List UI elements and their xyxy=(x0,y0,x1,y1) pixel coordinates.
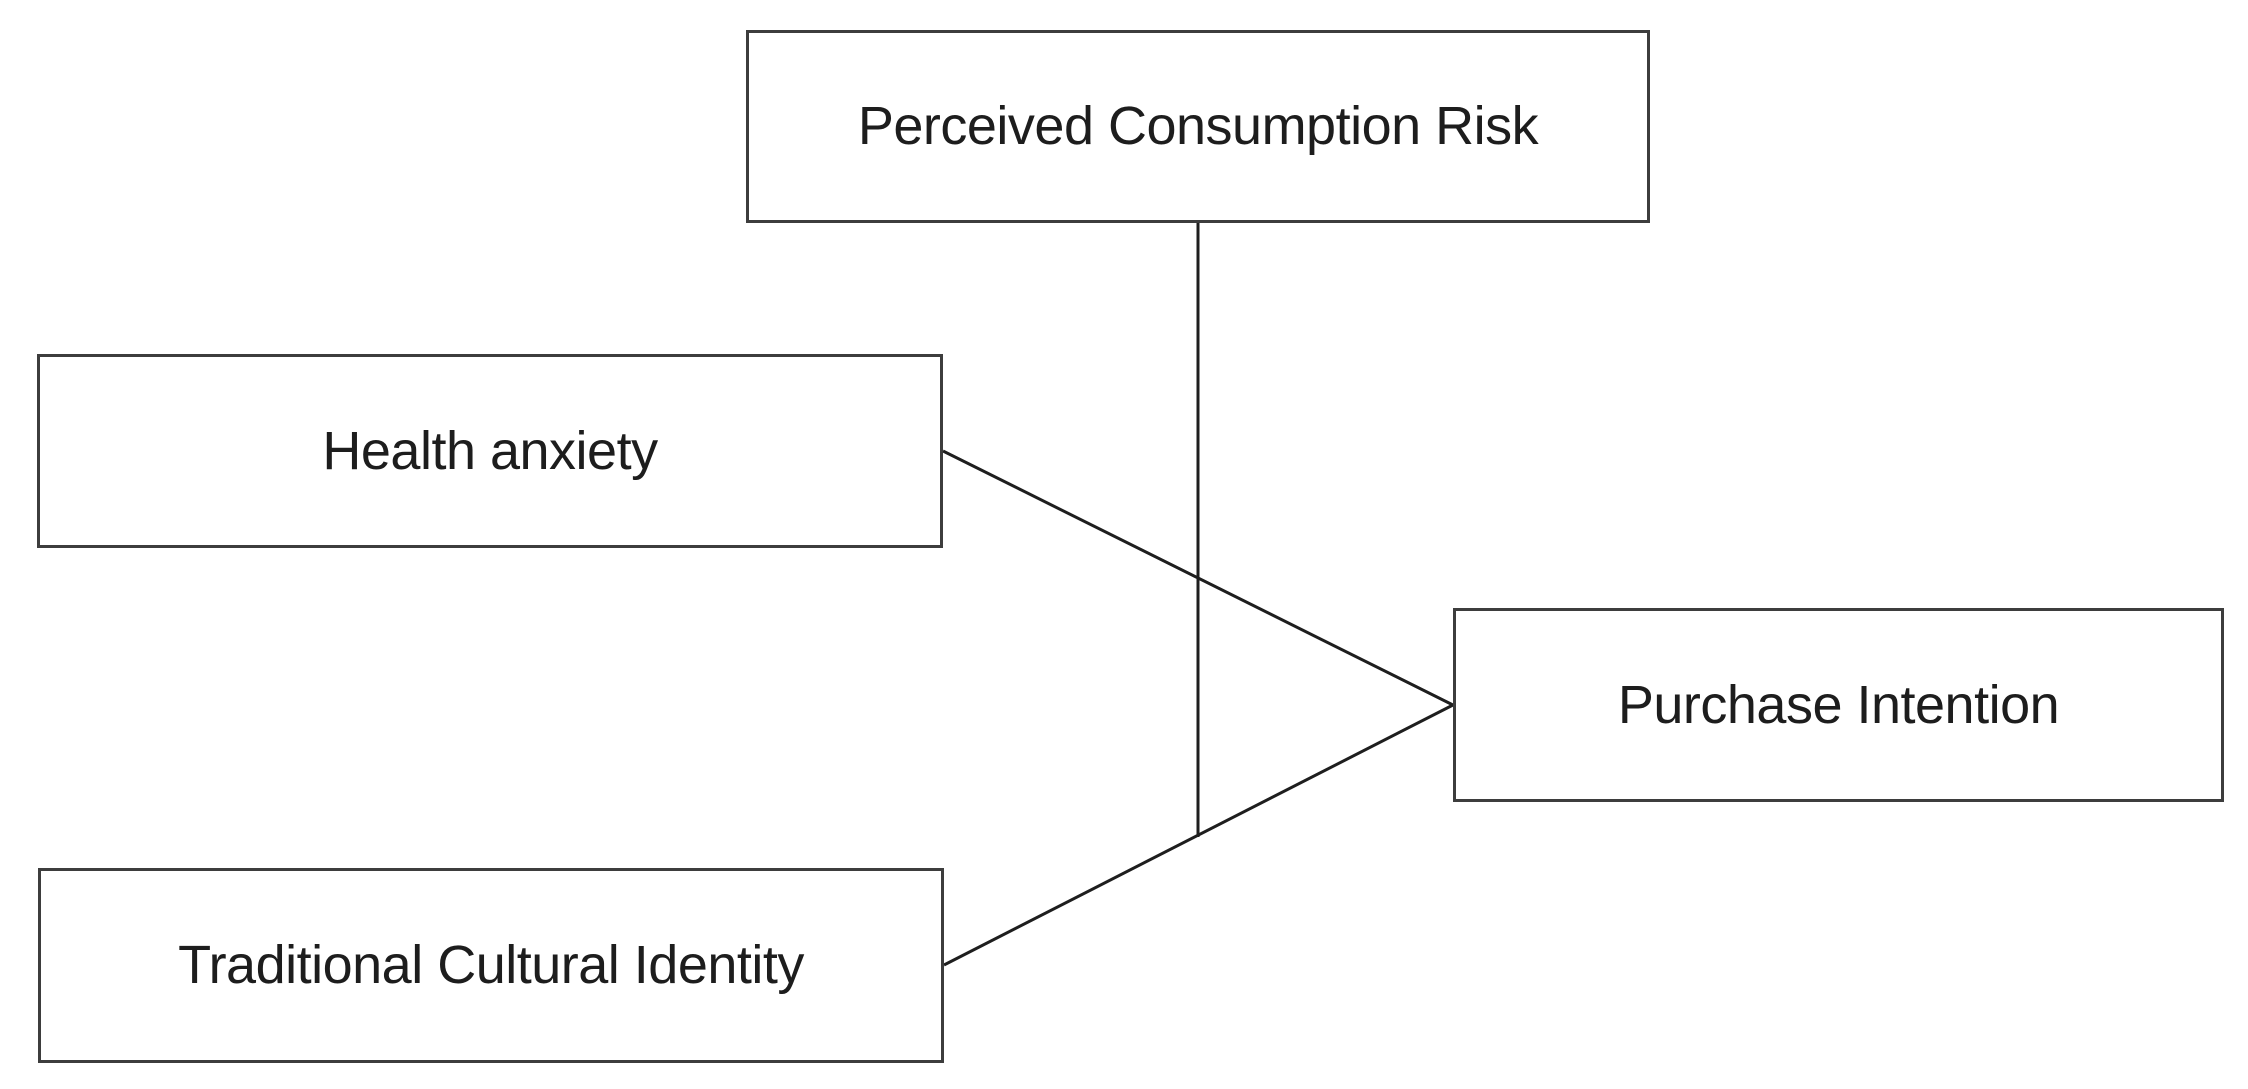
node-perceived-consumption-risk-label: Perceived Consumption Risk xyxy=(857,96,1539,157)
node-health-anxiety: Health anxiety xyxy=(37,354,943,548)
node-traditional-cultural-identity-label: Traditional Cultural Identity xyxy=(178,935,804,996)
edge-health-to-purchase-line xyxy=(942,449,1454,707)
node-perceived-consumption-risk: Perceived Consumption Risk xyxy=(746,30,1650,223)
edge-traditional-to-purchase-line xyxy=(943,703,1454,967)
node-purchase-intention: Purchase Intention xyxy=(1453,608,2224,802)
node-traditional-cultural-identity: Traditional Cultural Identity xyxy=(38,868,944,1063)
node-health-anxiety-label: Health anxiety xyxy=(322,420,658,481)
node-purchase-intention-label: Purchase Intention xyxy=(1617,674,2060,735)
